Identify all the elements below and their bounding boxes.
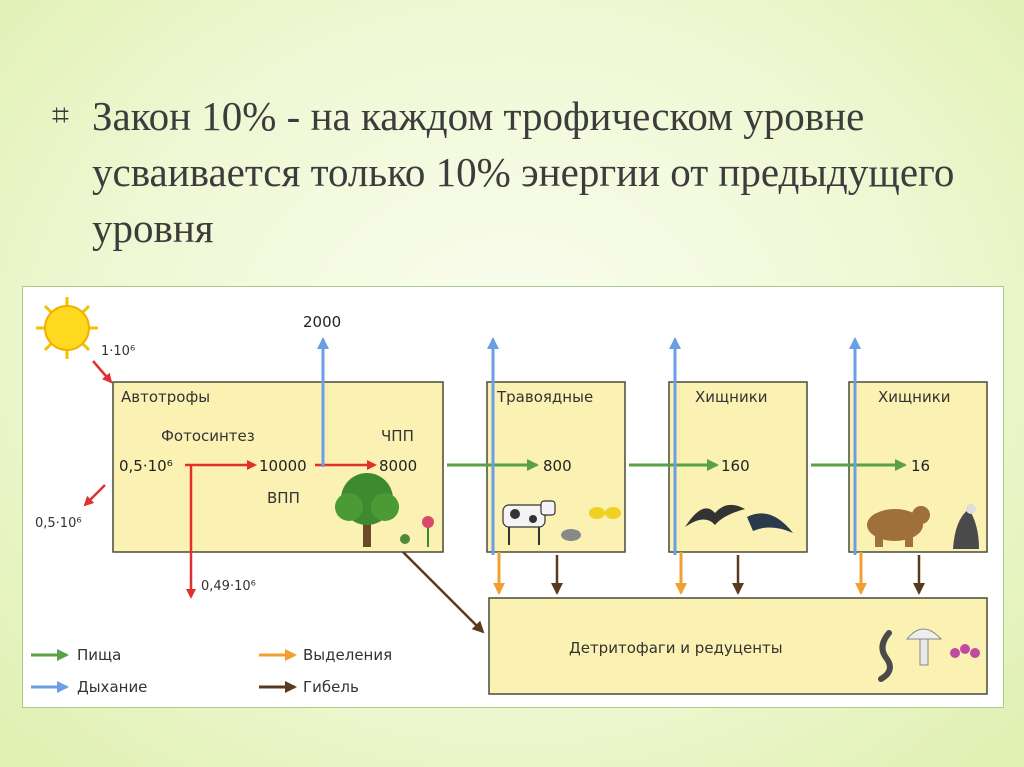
- herbivores-value: 800: [543, 457, 572, 475]
- legend-death-label: Гибель: [303, 678, 359, 696]
- bat-icon: [685, 504, 745, 527]
- bacteria-icon: [950, 644, 980, 658]
- absorbed-value: 0,5·10⁶: [119, 457, 173, 475]
- decomposers-box: [488, 597, 988, 695]
- energy-flow-diagram: 1·10⁶ 0,5·10⁶ Автотрофы Фотосинтез 0,5·1…: [22, 286, 1004, 708]
- predators2-title: Хищники: [878, 388, 951, 406]
- reflected-arrow: [83, 484, 106, 507]
- npp-label: ЧПП: [381, 427, 414, 445]
- eagle-icon: [953, 504, 979, 549]
- reflected-label: 0,5·10⁶: [35, 516, 82, 531]
- bullet-icon: ⌗: [52, 98, 69, 133]
- legend-respiration-label: Дыхание: [77, 678, 147, 696]
- autotrophs-box: [112, 381, 444, 553]
- tree-icon: [335, 473, 399, 547]
- autotrophs-title: Автотрофы: [121, 388, 210, 406]
- legend-food-label: Пища: [77, 646, 121, 664]
- mushroom-icon: [905, 628, 943, 666]
- sun-input-label: 1·10⁶: [101, 344, 135, 359]
- herbivores-title: Травоядные: [496, 388, 593, 406]
- autotroph-death-arrow: [402, 551, 485, 634]
- gpp-label: ВПП: [267, 489, 300, 507]
- sun-icon: [36, 297, 98, 359]
- worm-icon: [878, 630, 893, 682]
- sun-input-arrow: [92, 360, 113, 384]
- predators2-value: 16: [911, 457, 930, 475]
- predators1-title: Хищники: [695, 388, 768, 406]
- slide-title: ⌗ Закон 10% - на каждом трофическом уров…: [52, 88, 982, 256]
- legend-excretion-label: Выделения: [303, 646, 392, 664]
- flower-icon: [400, 516, 434, 547]
- title-text: Закон 10% - на каждом трофическом уровне…: [92, 93, 955, 251]
- predators1-value: 160: [721, 457, 750, 475]
- gpp-value: 10000: [259, 457, 307, 475]
- bear-icon: [867, 506, 930, 547]
- photosynthesis-label: Фотосинтез: [161, 427, 255, 445]
- butterfly-icon: [589, 507, 621, 519]
- cow-icon: [502, 500, 556, 545]
- npp-value: 8000: [379, 457, 417, 475]
- mouse-icon: [561, 529, 581, 541]
- bird-icon: [747, 513, 793, 533]
- diagram-canvas: 1·10⁶ 0,5·10⁶ Автотрофы Фотосинтез 0,5·1…: [31, 297, 988, 696]
- respiration-value: 2000: [303, 313, 341, 331]
- decomposers-label: Детритофаги и редуценты: [569, 639, 783, 657]
- loss-label: 0,49·10⁶: [201, 579, 256, 594]
